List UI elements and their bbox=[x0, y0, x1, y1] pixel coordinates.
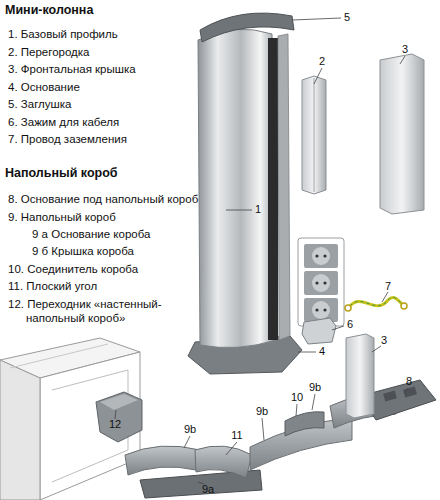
callout-number: 2 bbox=[319, 55, 325, 68]
socket-pin bbox=[315, 281, 318, 284]
leader-line bbox=[292, 18, 341, 20]
ground-wire bbox=[345, 297, 407, 311]
duct-cover bbox=[125, 446, 200, 475]
leader-line bbox=[298, 352, 316, 353]
leader-line bbox=[332, 326, 344, 330]
part-list-item: 10. Соединитель короба bbox=[8, 263, 138, 277]
socket-block bbox=[298, 238, 344, 326]
part-list-item: 5. Заглушка bbox=[8, 98, 71, 112]
front-cover bbox=[380, 54, 424, 214]
adapter-body bbox=[96, 392, 142, 442]
socket-pin bbox=[315, 254, 318, 257]
profile-edge bbox=[278, 34, 290, 340]
callout-number: 9b bbox=[184, 423, 196, 436]
part-list-item: 7. Провод заземления bbox=[8, 133, 127, 147]
leader-line bbox=[312, 394, 315, 410]
end-cap bbox=[200, 13, 294, 42]
part-list-item: 1. Базовый профиль bbox=[8, 28, 118, 42]
leader-line bbox=[226, 442, 237, 455]
leader-line bbox=[296, 404, 297, 416]
part-list-item: 11. Плоский угол bbox=[8, 280, 97, 294]
socket bbox=[304, 298, 338, 322]
cable-clamp bbox=[302, 318, 336, 344]
callout-number: 9a bbox=[202, 483, 214, 496]
callout-number: 1 bbox=[255, 203, 261, 216]
wire-terminal bbox=[345, 305, 351, 311]
section-heading: Мини-колонна bbox=[5, 3, 93, 18]
callout-number: 4 bbox=[319, 345, 325, 358]
socket-pin bbox=[315, 308, 318, 311]
socket-round bbox=[312, 274, 330, 292]
socket-face bbox=[304, 244, 338, 268]
part-list-item: 4. Основание bbox=[8, 81, 80, 95]
callout-number: 5 bbox=[344, 11, 350, 24]
socket-pin bbox=[323, 254, 326, 257]
leader-line bbox=[262, 418, 264, 440]
partition-strip bbox=[302, 76, 326, 194]
duct-edge bbox=[10, 344, 108, 368]
front-cover bbox=[346, 334, 374, 418]
base-hole bbox=[383, 391, 397, 402]
duct-channel bbox=[52, 370, 128, 482]
part-list-item: 3. Фронтальная крышка bbox=[8, 63, 136, 77]
part-list-item: 6. Зажим для кабеля bbox=[8, 116, 119, 130]
socket-pin bbox=[323, 281, 326, 284]
leader-lines bbox=[115, 18, 408, 484]
partition-fold bbox=[314, 78, 315, 192]
leader-line bbox=[115, 410, 116, 419]
section-heading: Напольный короб bbox=[5, 166, 118, 181]
base-profile bbox=[198, 29, 276, 347]
callout-number: 8 bbox=[406, 375, 412, 388]
socket-face bbox=[304, 298, 338, 322]
socket-round bbox=[312, 301, 330, 319]
wire-stripe bbox=[350, 297, 402, 306]
callout-number: 9b bbox=[256, 405, 268, 418]
part-list-item: 2. Перегородка bbox=[8, 46, 90, 60]
wall-duct bbox=[0, 338, 140, 500]
callout-number: 12 bbox=[109, 418, 121, 431]
callout-number: 6 bbox=[347, 318, 353, 331]
flat-corner bbox=[195, 446, 252, 478]
profile-slot bbox=[268, 38, 278, 340]
part-list-item: 8. Основание под напольный короб bbox=[8, 193, 198, 207]
floor-duct bbox=[125, 380, 436, 498]
part-list-item: 12. Переходник «настенный-напольный коро… bbox=[8, 298, 204, 326]
socket-frame bbox=[298, 238, 344, 326]
part-list-item: 9 б Крышка короба bbox=[32, 245, 134, 259]
leader-line bbox=[400, 56, 405, 64]
leader-line bbox=[184, 436, 190, 448]
callout-number: 7 bbox=[385, 280, 391, 293]
callout-number: 3 bbox=[381, 334, 387, 347]
socket-pin bbox=[323, 308, 326, 311]
leader-line bbox=[314, 68, 322, 84]
callout-number: 3 bbox=[402, 43, 408, 56]
leader-line bbox=[226, 210, 252, 211]
socket bbox=[304, 244, 338, 268]
leader-line bbox=[372, 346, 381, 352]
wire bbox=[350, 297, 402, 306]
duct-side bbox=[0, 360, 40, 500]
socket-face bbox=[304, 271, 338, 295]
duct-adapter bbox=[96, 392, 142, 442]
duct-connector bbox=[285, 412, 324, 436]
callout-number: 10 bbox=[291, 391, 303, 404]
partition bbox=[302, 76, 326, 194]
socket bbox=[304, 271, 338, 295]
part-list-item: 9 а Основание короба bbox=[32, 228, 150, 242]
adapter-top bbox=[100, 394, 138, 410]
callout-number: 9b bbox=[309, 381, 321, 394]
base-hole bbox=[403, 387, 417, 398]
mini-column bbox=[188, 13, 302, 374]
socket-round bbox=[312, 247, 330, 265]
callout-number: 11 bbox=[231, 429, 242, 442]
part-list-item: 9. Напольный короб bbox=[8, 211, 116, 225]
wire-terminal bbox=[401, 303, 407, 309]
leader-line bbox=[404, 388, 408, 394]
leader-line bbox=[382, 292, 388, 302]
